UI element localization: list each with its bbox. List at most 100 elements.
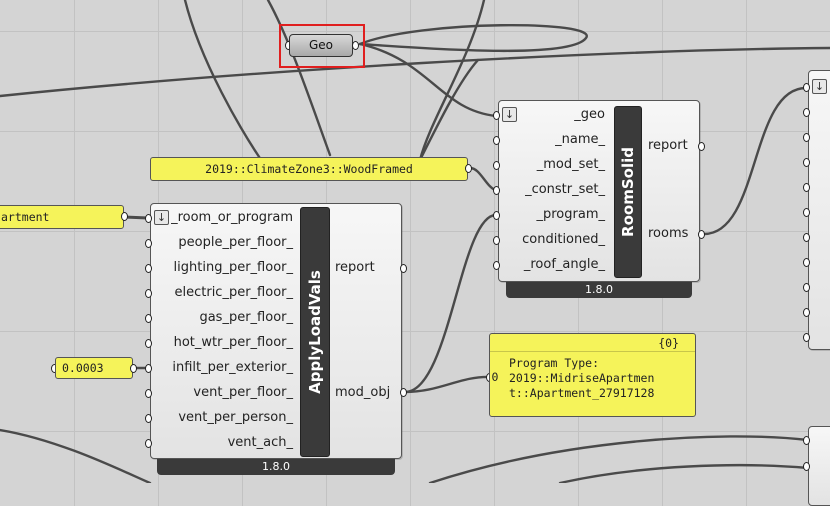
roomsolid-input-geo: _geo [574,107,605,122]
roomsolid-port-mod-set[interactable] [493,161,500,170]
right-partial-component-lower[interactable] [808,426,830,506]
climate-to-constr [468,166,497,192]
roomsolid-output-report: report [648,138,688,153]
roomsolid-input-mod-set: _mod_set_ [536,157,605,172]
output-panel-line-3: t::Apartment_27917128 [509,386,655,400]
down-arrow-icon[interactable]: ↓ [154,210,169,225]
geo-parameter[interactable]: Geo [289,34,353,57]
alv-input-hot-water: hot_wtr_per_floor_ [173,335,293,350]
right-partial-component[interactable]: ↓ [808,70,830,350]
roomsolid-input-roof-angle: _roof_angle_ [523,257,605,272]
climate-zone-panel[interactable]: 2019::ClimateZone3::WoodFramed [150,157,468,181]
right-lower-port-1[interactable] [803,436,810,445]
roomsolid-version: 1.8.0 [506,282,692,298]
alv-port-gas[interactable] [145,314,152,323]
roomsolid-title-bar: RoomSolid [614,106,642,278]
right-port-6[interactable] [803,208,810,217]
down-arrow-icon[interactable]: ↓ [812,79,827,94]
roomsolid-port-rooms[interactable] [698,230,705,239]
roomsolid-port-program[interactable] [493,211,500,220]
rooms-to-right [702,86,808,236]
output-panel-header [490,334,695,352]
alv-port-vent-per-person[interactable] [145,414,152,423]
infiltration-panel[interactable]: 0.0003 [55,357,133,379]
wire-upper-left [183,0,270,172]
right-port-1[interactable] [803,83,810,92]
wire-upper-right-a [418,0,486,162]
applyloadvals-version: 1.8.0 [157,459,395,475]
alv-input-vent-per-floor: vent_per_floor_ [193,385,293,400]
roomsolid-input-program: _program_ [536,207,606,222]
alv-port-people[interactable] [145,239,152,248]
applyloadvals-title-bar: ApplyLoadVals [300,207,330,457]
wire-bottom-right [428,435,810,483]
wire-bottom-left [0,428,152,483]
alv-port-vent-ach[interactable] [145,439,152,448]
alv-port-lighting[interactable] [145,264,152,273]
alv-port-electric[interactable] [145,289,152,298]
climate-zone-text: 2019::ClimateZone3::WoodFramed [205,162,413,176]
alv-port-room-or-program[interactable] [145,214,152,223]
roomsolid-input-name: _name_ [555,132,605,147]
roomsolid-port-constr-set[interactable] [493,186,500,195]
applyloadvals-component[interactable]: ↓ ApplyLoadVals _room_or_program people_… [150,203,402,459]
roomsolid-title: RoomSolid [619,147,637,237]
alv-port-mod-obj[interactable] [400,388,407,397]
roomsolid-port-conditioned[interactable] [493,236,500,245]
alv-input-vent-ach: vent_ach_ [227,435,293,450]
geo-to-roomsolid [358,42,498,118]
alv-port-report[interactable] [400,264,407,273]
right-port-2[interactable] [803,108,810,117]
roomsolid-port-report[interactable] [698,142,705,151]
applyloadvals-title: ApplyLoadVals [306,270,324,394]
selection-highlight [279,24,365,68]
alv-input-people: people_per_floor_ [178,235,293,250]
output-panel-line-1: Program Type: [509,356,600,370]
output-panel-index: 0 [491,370,499,384]
right-port-9[interactable] [803,283,810,292]
roomsolid-port-roof-angle[interactable] [493,261,500,270]
right-port-8[interactable] [803,258,810,267]
modobj-to-program [403,213,498,394]
right-port-3[interactable] [803,133,810,142]
roomsolid-component[interactable]: ↓ RoomSolid _geo _name_ _mod_set_ _const… [498,100,700,282]
infiltration-value: 0.0003 [62,361,104,375]
alv-port-infiltration[interactable] [145,364,152,373]
right-port-10[interactable] [803,308,810,317]
right-port-11[interactable] [803,333,810,342]
climate-panel-output-port[interactable] [465,164,472,173]
output-panel-line-2: 2019::MidriseApartmen [509,371,655,385]
roomsolid-output-rooms: rooms [648,226,689,241]
wire-bottom-right-b [558,463,810,483]
long-wire-top [0,46,830,98]
output-panel[interactable]: {0} 0 Program Type: 2019::MidriseApartme… [489,333,696,417]
alv-input-infiltration: infilt_per_exterior_ [172,360,293,375]
infilt-panel-output-port[interactable] [130,364,137,373]
alv-input-lighting: lighting_per_floor_ [173,260,293,275]
geo-output-port[interactable] [352,41,359,50]
roomsolid-port-name[interactable] [493,136,500,145]
program-panel-output-port[interactable] [121,212,128,221]
down-arrow-icon[interactable]: ↓ [502,107,517,122]
alv-port-vent-per-floor[interactable] [145,389,152,398]
alv-output-mod-obj: mod_obj [335,385,391,400]
alv-input-gas: gas_per_floor_ [199,310,293,325]
right-port-7[interactable] [803,233,810,242]
output-panel-path: {0} [658,336,679,350]
roomsolid-port-geo[interactable] [493,111,500,120]
program-panel-text: artment [1,210,50,224]
roomsolid-input-conditioned: conditioned_ [522,232,605,247]
alv-port-hot-water[interactable] [145,339,152,348]
alv-output-report: report [335,260,375,275]
roomsolid-input-constr-set: _constr_set_ [525,182,605,197]
alv-input-room-or-program: _room_or_program [171,210,293,225]
geo-loop-wire [358,23,588,53]
wire-upper-right-b [418,58,480,162]
program-panel[interactable]: artment [0,205,124,229]
alv-input-electric: electric_per_floor_ [174,285,294,300]
alv-input-vent-per-person: vent_per_person_ [178,410,293,425]
right-lower-port-2[interactable] [803,462,810,471]
right-port-5[interactable] [803,183,810,192]
modobj-to-panel [403,375,492,394]
right-port-4[interactable] [803,158,810,167]
